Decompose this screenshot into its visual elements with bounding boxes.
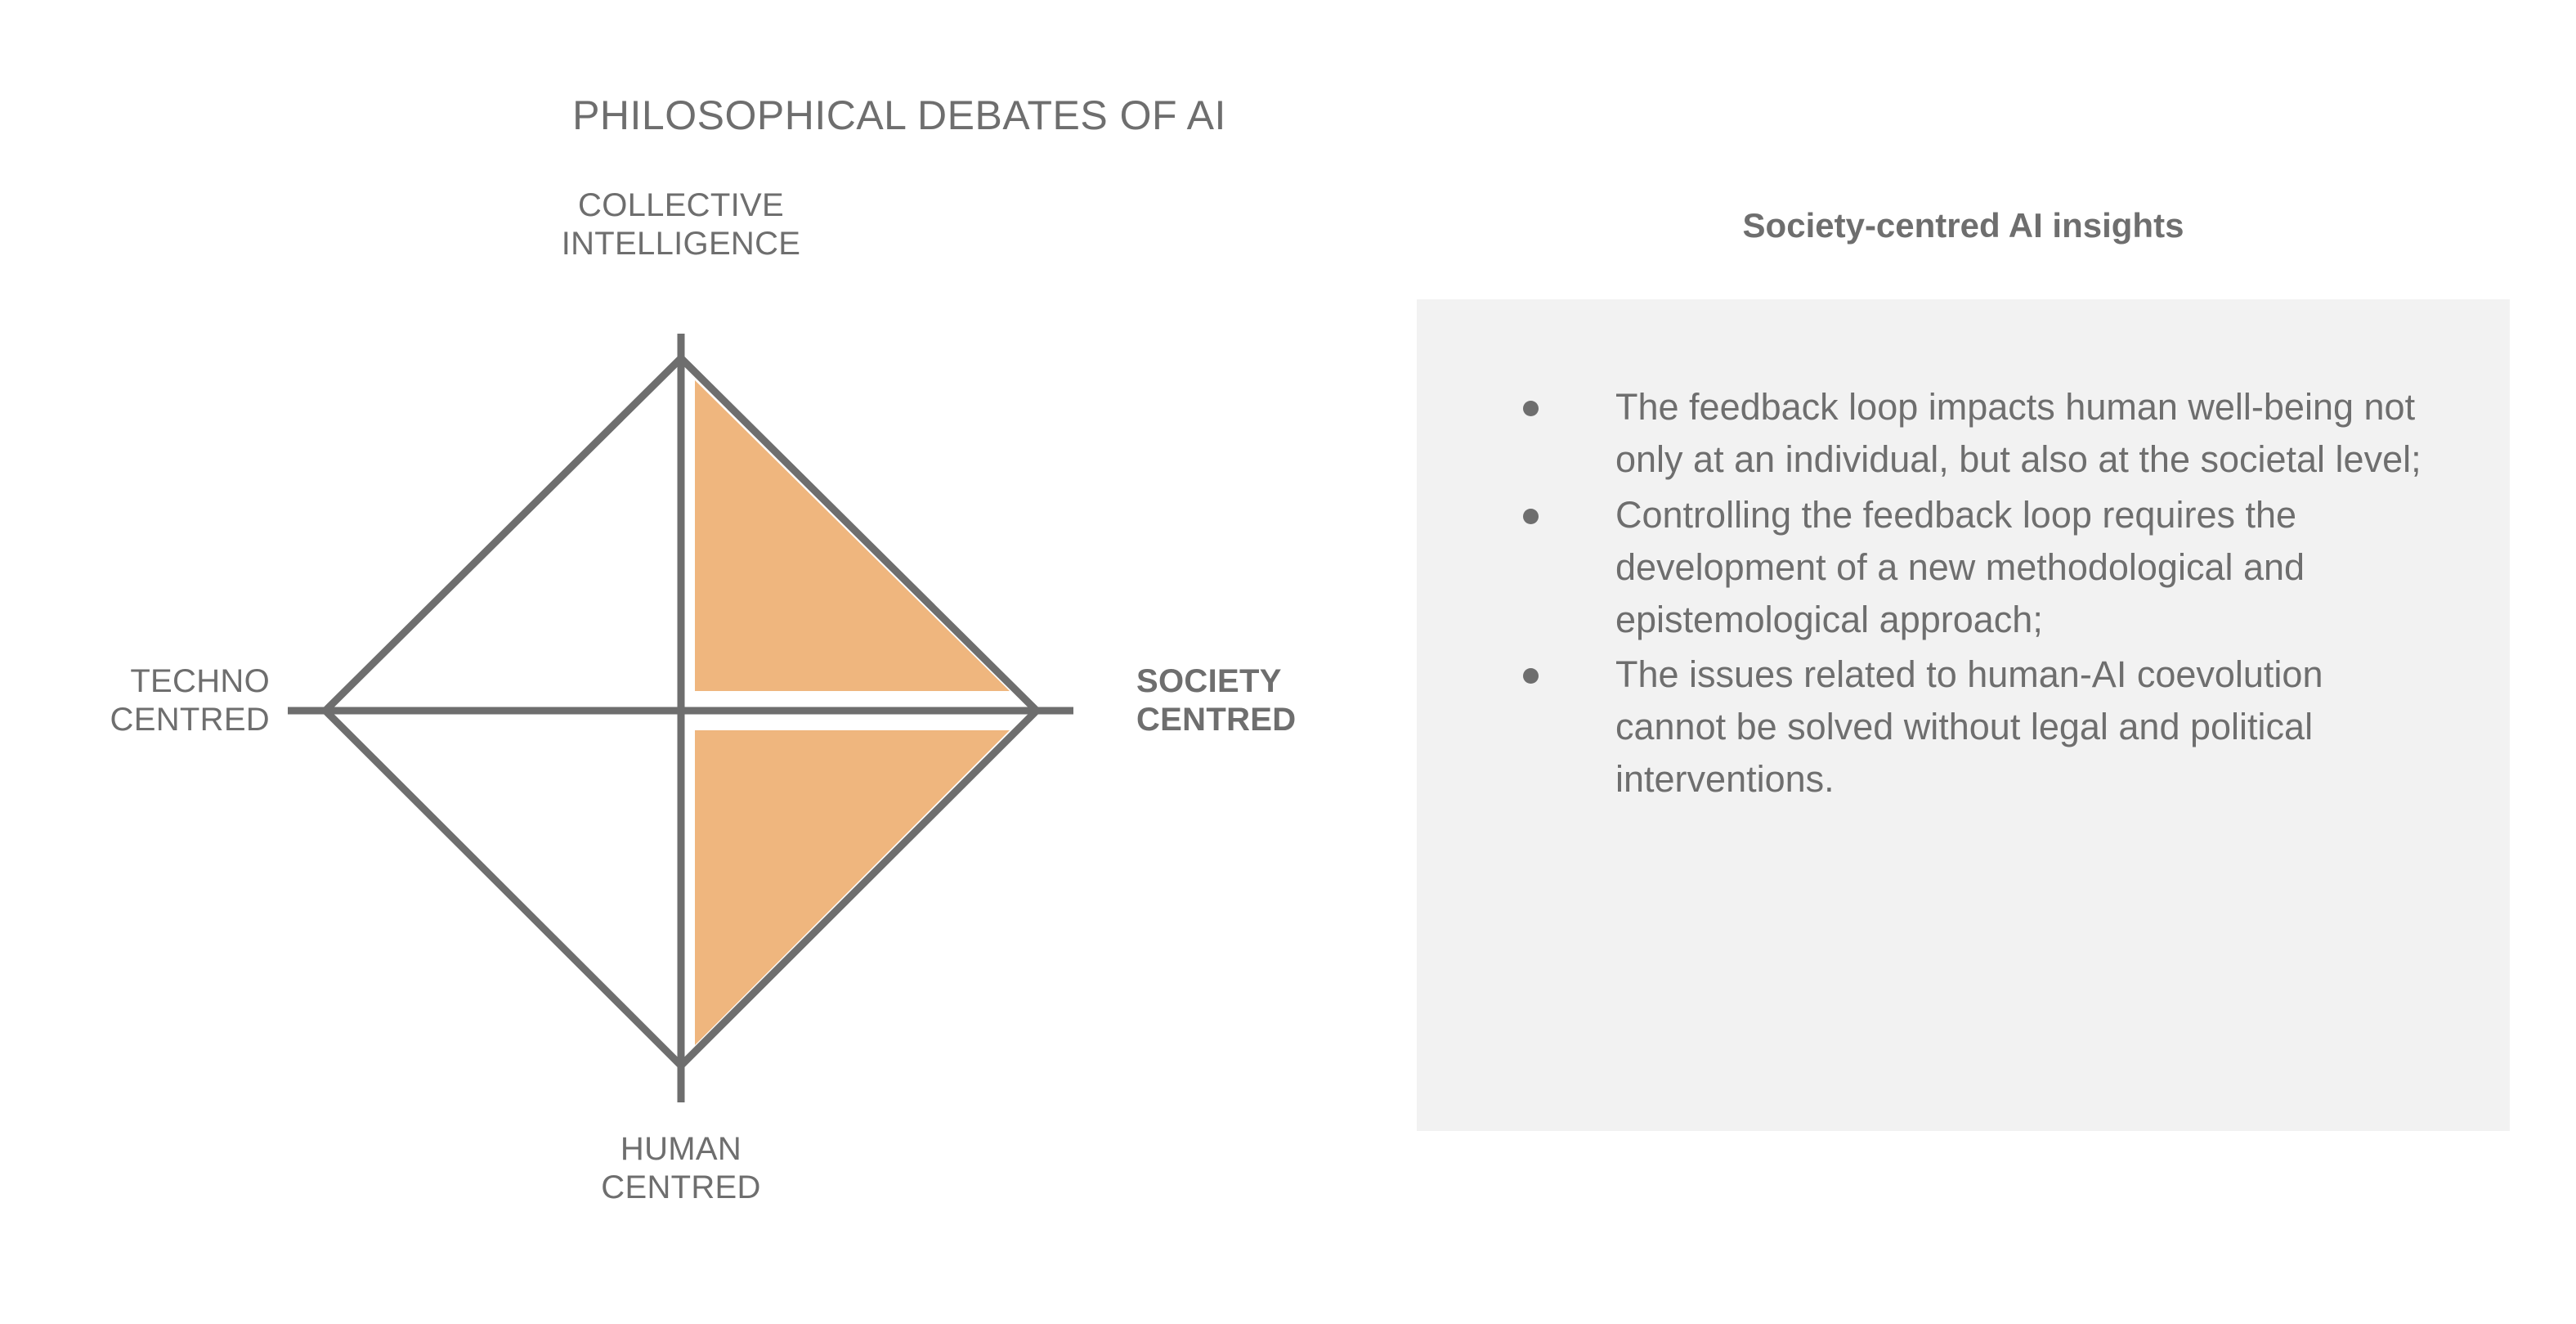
- page-title: PHILOSOPHICAL DEBATES OF AI: [572, 92, 1226, 138]
- axis-label-techno-centred: TECHNO CENTRED: [110, 662, 270, 739]
- axis-label-top-line-1: COLLECTIVE: [578, 187, 784, 223]
- diagram-svg: [288, 334, 1073, 1102]
- bullet-dot-icon: [1523, 508, 1539, 524]
- axis-label-top-line-2: INTELLIGENCE: [561, 226, 801, 263]
- list-item-text: The feedback loop impacts human well-bei…: [1615, 386, 2421, 480]
- axis-label-right-line-2: CENTRED: [1136, 702, 1297, 738]
- insights-list: The feedback loop impacts human well-bei…: [1417, 299, 2510, 806]
- insights-heading: Society-centred AI insights: [1742, 206, 2184, 245]
- list-item: Controlling the feedback loop requires t…: [1523, 489, 2436, 646]
- list-item: The feedback loop impacts human well-bei…: [1523, 381, 2436, 486]
- bullet-dot-icon: [1523, 401, 1539, 416]
- axis-label-right-line-1: SOCIETY: [1136, 663, 1282, 699]
- highlight-triangle-top-right: [695, 380, 1010, 691]
- list-item: The issues related to human-AI coevoluti…: [1523, 649, 2436, 806]
- axis-label-collective-intelligence: COLLECTIVE INTELLIGENCE: [562, 186, 801, 263]
- list-item-text: The issues related to human-AI coevoluti…: [1615, 653, 2323, 801]
- insights-panel: The feedback loop impacts human well-bei…: [1417, 299, 2510, 1131]
- axis-label-bottom-line-1: HUMAN: [620, 1131, 742, 1167]
- bullet-dot-icon: [1523, 668, 1539, 684]
- axis-label-society-centred: SOCIETY CENTRED: [1136, 662, 1296, 739]
- highlight-triangle-bottom-right: [695, 730, 1010, 1045]
- quadrant-diagram: COLLECTIVE INTELLIGENCE HUMAN CENTRED TE…: [110, 186, 1297, 1207]
- axis-label-human-centred: HUMAN CENTRED: [601, 1130, 760, 1207]
- axis-label-left-line-1: TECHNO: [130, 663, 270, 699]
- axis-label-bottom-line-2: CENTRED: [601, 1169, 761, 1206]
- axis-label-left-line-2: CENTRED: [110, 702, 270, 738]
- list-item-text: Controlling the feedback loop requires t…: [1615, 493, 2305, 640]
